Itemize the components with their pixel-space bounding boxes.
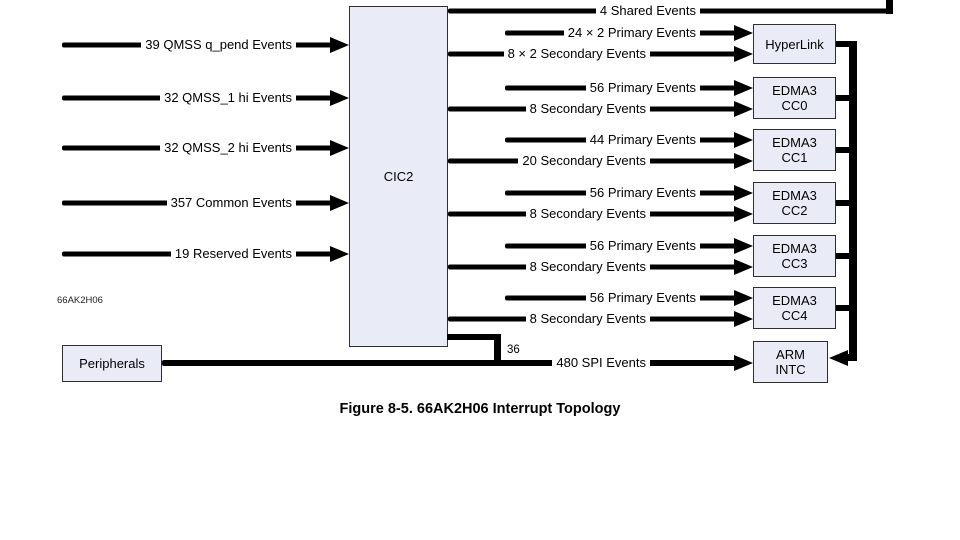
- arrowhead: [734, 132, 753, 148]
- host-count-label: 36: [507, 344, 520, 356]
- event-label: 8 × 2 Secondary Events: [503, 46, 650, 62]
- bus-connector-cc0: [836, 95, 849, 101]
- event-label: 8 Secondary Events: [525, 259, 650, 275]
- event-label: 56 Primary Events: [585, 290, 700, 306]
- peripherals-label: Peripherals: [79, 356, 145, 371]
- arrowhead: [330, 90, 349, 106]
- arrowhead: [734, 206, 753, 222]
- hyperlink-label: HyperLink: [765, 36, 824, 52]
- bus-connector-cc2: [836, 200, 849, 206]
- edma3-cc4-label: EDMA3 CC4: [772, 293, 817, 323]
- arrowhead: [734, 80, 753, 96]
- arrowhead: [734, 185, 753, 201]
- arrowhead: [734, 355, 753, 371]
- figure-caption: Figure 8-5. 66AK2H06 Interrupt Topology: [339, 401, 621, 417]
- arrowhead: [734, 101, 753, 117]
- event-label: 24 × 2 Primary Events: [563, 25, 700, 41]
- input-label: 19 Reserved Events: [170, 246, 296, 262]
- edma3-cc0-box: EDMA3 CC0: [753, 77, 836, 119]
- event-label: 8 Secondary Events: [525, 101, 650, 117]
- edma3-cc1-label: EDMA3 CC1: [772, 135, 817, 165]
- intc-bus: [849, 41, 857, 361]
- peripherals-box: Peripherals: [62, 345, 162, 382]
- arm-intc-label: ARM INTC: [775, 347, 806, 377]
- edma3-cc4-box: EDMA3 CC4: [753, 287, 836, 329]
- edma3-cc2-box: EDMA3 CC2: [753, 182, 836, 224]
- event-line: [162, 360, 737, 366]
- shared-events-label: 4 Shared Events: [595, 3, 700, 19]
- event-label: 20 Secondary Events: [518, 153, 650, 169]
- input-label: 32 QMSS_1 hi Events: [160, 90, 296, 106]
- arrowhead: [330, 246, 349, 262]
- event-label: 56 Primary Events: [585, 238, 700, 254]
- arrowhead: [734, 311, 753, 327]
- arrowhead: [734, 259, 753, 275]
- edma3-cc1-box: EDMA3 CC1: [753, 129, 836, 171]
- edma3-cc2-label: EDMA3 CC2: [772, 188, 817, 218]
- bus-connector-cc1: [836, 147, 849, 153]
- edma3-cc0-label: EDMA3 CC0: [772, 83, 817, 113]
- arrowhead: [330, 37, 349, 53]
- chip-watermark: 66AK2H06: [57, 295, 103, 306]
- cic2-output-drop: [494, 334, 501, 366]
- bus-arrowhead: [829, 350, 848, 366]
- arrowhead: [330, 195, 349, 211]
- arrowhead: [734, 290, 753, 306]
- cic2-label: CIC2: [383, 169, 414, 184]
- input-label: 32 QMSS_2 hi Events: [160, 140, 296, 156]
- cic2-output-segment: [447, 334, 501, 340]
- event-label: 8 Secondary Events: [525, 311, 650, 327]
- arrowhead: [734, 46, 753, 62]
- event-label: 56 Primary Events: [585, 80, 700, 96]
- arrowhead: [734, 153, 753, 169]
- cic2-box: CIC2: [349, 6, 448, 347]
- bus-connector-cc3: [836, 253, 849, 259]
- edma3-cc3-label: EDMA3 CC3: [772, 241, 817, 271]
- arrowhead: [734, 238, 753, 254]
- arm-intc-box: ARM INTC: [753, 341, 828, 383]
- arrowhead: [734, 25, 753, 41]
- spi-events-label: 480 SPI Events: [552, 355, 650, 371]
- bus-bottom-segment: [844, 354, 857, 361]
- edma3-cc3-box: EDMA3 CC3: [753, 235, 836, 277]
- shared-events-riser: [886, 0, 893, 14]
- hyperlink-box: HyperLink: [753, 24, 836, 64]
- input-label: 357 Common Events: [166, 195, 296, 211]
- event-label: 8 Secondary Events: [525, 206, 650, 222]
- event-label: 44 Primary Events: [585, 132, 700, 148]
- arrowhead: [330, 140, 349, 156]
- bus-connector-cc4: [836, 305, 849, 311]
- event-label: 56 Primary Events: [585, 185, 700, 201]
- input-label: 39 QMSS q_pend Events: [141, 37, 296, 53]
- bus-connector-hyperlink: [836, 41, 849, 47]
